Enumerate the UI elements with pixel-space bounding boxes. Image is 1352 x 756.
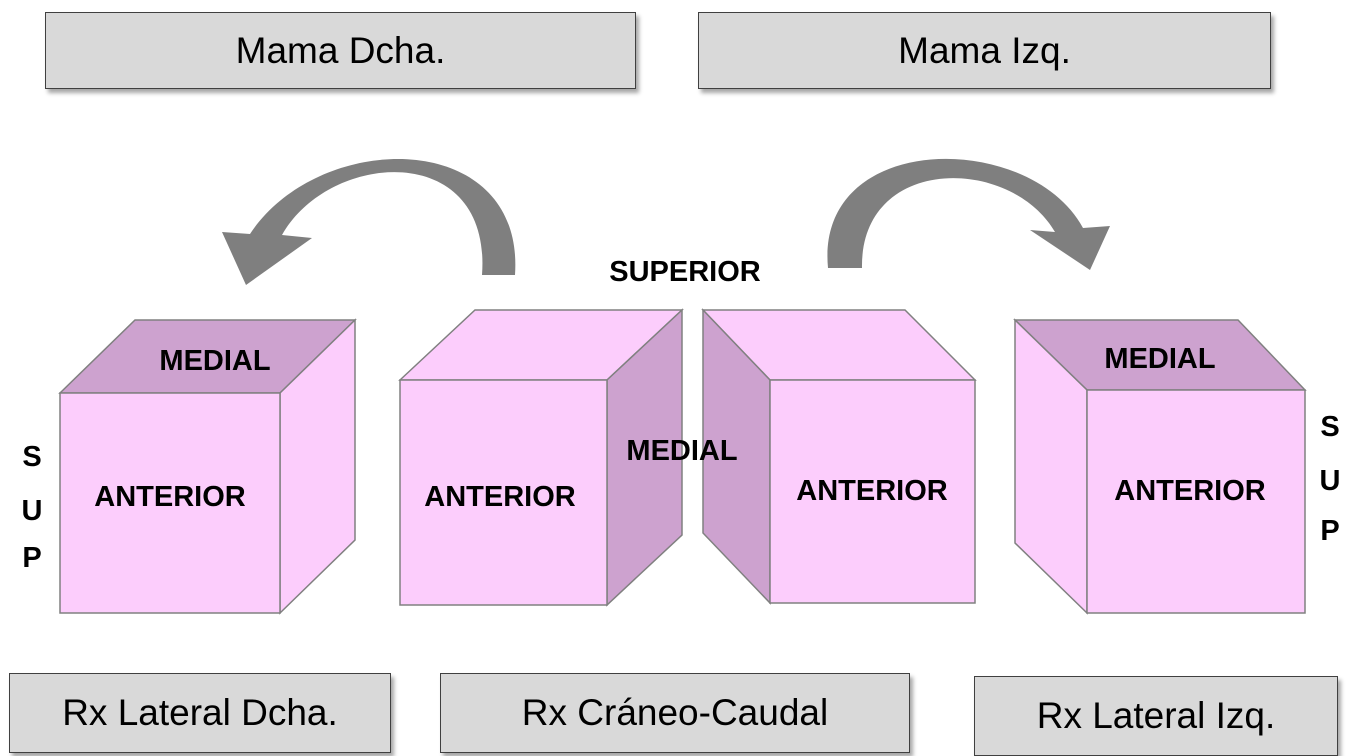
- cube-center-right-front-label: ANTERIOR: [796, 475, 948, 507]
- rx-lateral-izq-box: Rx Lateral Izq.: [974, 676, 1338, 756]
- mama-dcha-label: Mama Dcha.: [235, 29, 446, 71]
- mama-izq-box: Mama Izq.: [698, 12, 1271, 89]
- rx-lateral-dcha-label: Rx Lateral Dcha.: [62, 692, 338, 733]
- side-right-letter: S: [1320, 411, 1339, 443]
- side-left-letter: U: [22, 495, 43, 527]
- cube-right: MEDIAL ANTERIOR: [1013, 318, 1307, 615]
- superior-label: SUPERIOR: [609, 256, 761, 288]
- curved-arrow-left-icon: [222, 158, 516, 285]
- mama-dcha-box: Mama Dcha.: [45, 12, 636, 89]
- side-left-letter: P: [22, 542, 41, 574]
- cube-right-front-label: ANTERIOR: [1114, 475, 1266, 507]
- cube-center-right-front-face: [769, 379, 976, 604]
- cube-right-front-face: [1086, 389, 1306, 614]
- arrow-right-shape: [827, 158, 1110, 270]
- cube-left-top-label: MEDIAL: [159, 345, 270, 377]
- side-label-right: S U P: [1320, 411, 1341, 547]
- cube-left-front-face: [59, 392, 281, 614]
- side-left-letter: S: [22, 441, 41, 473]
- cube-center-left: ANTERIOR: [398, 308, 684, 607]
- rx-lateral-izq-label: Rx Lateral Izq.: [1036, 695, 1276, 736]
- cube-left-front-label: ANTERIOR: [94, 481, 246, 513]
- arrow-left-shape: [222, 158, 516, 285]
- rx-craneo-caudal-box: Rx Cráneo-Caudal: [440, 673, 910, 753]
- cube-center-right: ANTERIOR: [701, 308, 977, 605]
- center-medial-label: MEDIAL: [626, 435, 737, 467]
- cube-center-left-front-face: [399, 379, 608, 606]
- rx-lateral-dcha-box: Rx Lateral Dcha.: [9, 673, 391, 753]
- curved-arrow-right-icon: [827, 158, 1110, 270]
- rx-craneo-caudal-label: Rx Cráneo-Caudal: [521, 692, 829, 733]
- cube-right-top-label: MEDIAL: [1104, 343, 1215, 375]
- mama-izq-label: Mama Izq.: [898, 29, 1071, 71]
- side-right-letter: U: [1320, 465, 1341, 497]
- side-right-letter: P: [1320, 515, 1339, 547]
- cube-left: MEDIAL ANTERIOR: [58, 318, 357, 615]
- side-label-left: S U P: [22, 441, 43, 574]
- cube-center-left-front-label: ANTERIOR: [424, 481, 576, 513]
